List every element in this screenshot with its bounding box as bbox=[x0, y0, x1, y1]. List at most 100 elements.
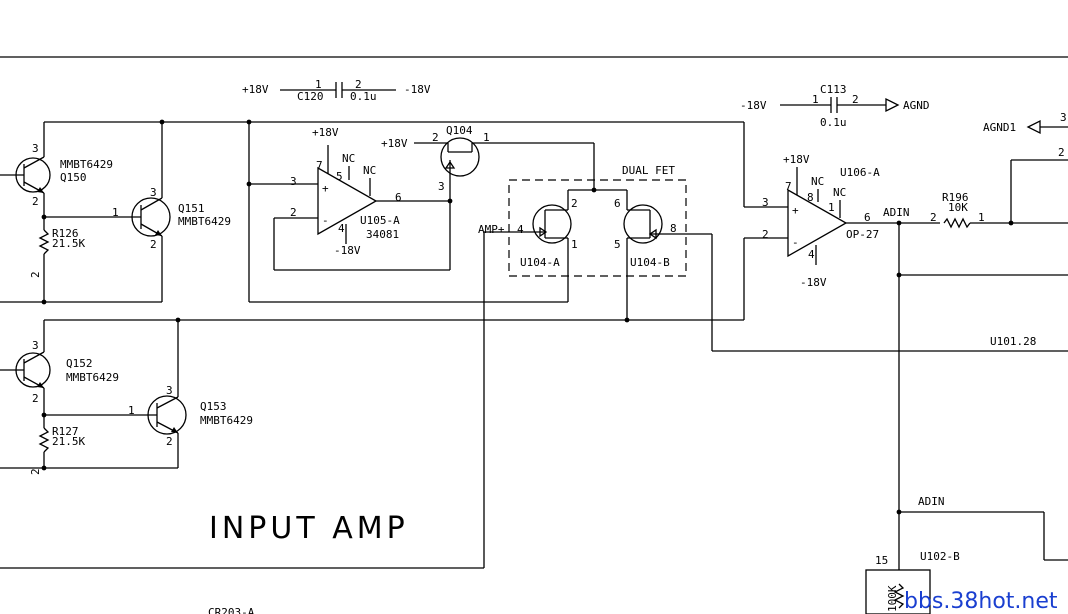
svg-text:2: 2 bbox=[762, 228, 769, 241]
svg-text:2: 2 bbox=[571, 197, 578, 210]
svg-text:NC: NC bbox=[363, 164, 376, 177]
svg-text:6: 6 bbox=[395, 191, 402, 204]
svg-text:MMBT6429: MMBT6429 bbox=[178, 215, 231, 228]
svg-text:2: 2 bbox=[432, 131, 439, 144]
svg-text:3: 3 bbox=[150, 186, 157, 199]
svg-text:2: 2 bbox=[290, 206, 297, 219]
svg-text:Q151: Q151 bbox=[178, 202, 205, 215]
svg-text:ADIN: ADIN bbox=[883, 206, 910, 219]
dual-fet-box: DUAL FET bbox=[508, 164, 687, 277]
transistor-q151: 3 1 2 Q151 MMBT6429 bbox=[44, 186, 231, 251]
svg-text:1: 1 bbox=[315, 78, 322, 91]
svg-text:U101.28: U101.28 bbox=[990, 335, 1036, 348]
svg-text:1: 1 bbox=[828, 201, 835, 214]
svg-text:NC: NC bbox=[342, 152, 355, 165]
svg-text:-: - bbox=[792, 236, 799, 249]
opamp-u106: + - +18V U106-A 7 8 NC NC 1 3 2 6 4 OP-2… bbox=[762, 153, 880, 289]
svg-text:3: 3 bbox=[762, 196, 769, 209]
svg-text:2: 2 bbox=[29, 468, 42, 475]
svg-text:4: 4 bbox=[338, 222, 345, 235]
resistor-r126: R126 21.5K 2 bbox=[29, 218, 85, 302]
resistor-r196: R196 10K 2 1 bbox=[930, 191, 1068, 229]
jfet-q104: +18V 2 Q104 1 3 bbox=[381, 124, 594, 201]
svg-text:NC: NC bbox=[811, 175, 824, 188]
jfet-u104a: AMP+ 4 2 1 U104-A bbox=[478, 190, 578, 302]
svg-text:-18V: -18V bbox=[740, 99, 767, 112]
svg-text:C120: C120 bbox=[297, 90, 324, 103]
svg-text:ADIN: ADIN bbox=[918, 495, 945, 508]
svg-text:U102-B: U102-B bbox=[920, 550, 960, 563]
capacitor-c120: +18V 1 2 C120 0.1u -18V bbox=[242, 78, 431, 103]
svg-text:2: 2 bbox=[32, 392, 39, 405]
svg-text:U106-A: U106-A bbox=[840, 166, 880, 179]
svg-text:2: 2 bbox=[852, 93, 859, 106]
svg-text:4: 4 bbox=[517, 223, 524, 236]
svg-text:MMBT6429: MMBT6429 bbox=[66, 371, 119, 384]
opamp-u105: + - +18V 7 5 NC NC 3 2 6 4 U105-A 34081 … bbox=[274, 126, 450, 257]
svg-text:R126: R126 bbox=[52, 227, 79, 240]
svg-text:1: 1 bbox=[571, 238, 578, 251]
svg-text:3: 3 bbox=[1060, 111, 1067, 124]
svg-text:4: 4 bbox=[808, 248, 815, 261]
svg-text:2: 2 bbox=[29, 271, 42, 278]
svg-text:U104-A: U104-A bbox=[520, 256, 560, 269]
svg-text:2: 2 bbox=[150, 238, 157, 251]
svg-text:6: 6 bbox=[864, 211, 871, 224]
svg-text:-18V: -18V bbox=[334, 244, 361, 257]
svg-text:8: 8 bbox=[807, 191, 814, 204]
svg-text:AGND1: AGND1 bbox=[983, 121, 1016, 134]
svg-text:21.5K: 21.5K bbox=[52, 435, 85, 448]
transistor-q152: 3 2 Q152 MMBT6429 bbox=[0, 320, 119, 415]
svg-text:+18V: +18V bbox=[242, 83, 269, 96]
svg-text:Q150: Q150 bbox=[60, 171, 87, 184]
svg-text:3: 3 bbox=[438, 180, 445, 193]
svg-text:+: + bbox=[322, 182, 329, 195]
svg-text:R196: R196 bbox=[942, 191, 969, 204]
page-title: INPUT AMP bbox=[209, 511, 409, 546]
svg-text:U105-A: U105-A bbox=[360, 214, 400, 227]
bottom-ref-label: CR203-A bbox=[208, 606, 255, 614]
svg-text:3: 3 bbox=[166, 384, 173, 397]
transistor-q150: 3 2 MMBT6429 Q150 bbox=[0, 122, 113, 218]
svg-text:-: - bbox=[322, 214, 329, 227]
svg-text:R127: R127 bbox=[52, 425, 79, 438]
svg-text:15: 15 bbox=[875, 554, 888, 567]
svg-text:1: 1 bbox=[112, 206, 119, 219]
resistor-r127: R127 21.5K 2 bbox=[29, 416, 85, 475]
svg-text:2: 2 bbox=[1058, 146, 1065, 159]
svg-text:Q153: Q153 bbox=[200, 400, 227, 413]
svg-text:U104-B: U104-B bbox=[630, 256, 670, 269]
svg-text:DUAL FET: DUAL FET bbox=[622, 164, 675, 177]
svg-text:C113: C113 bbox=[820, 83, 847, 96]
svg-text:+18V: +18V bbox=[312, 126, 339, 139]
svg-text:-18V: -18V bbox=[800, 276, 827, 289]
svg-text:8: 8 bbox=[670, 222, 677, 235]
svg-text:+18V: +18V bbox=[783, 153, 810, 166]
svg-text:0.1u: 0.1u bbox=[820, 116, 847, 129]
transistor-q153: 3 1 2 Q153 MMBT6429 bbox=[44, 384, 253, 448]
svg-text:7: 7 bbox=[785, 180, 792, 193]
resistor-array-u102b: U102-B 15 100K bbox=[865, 550, 960, 614]
svg-text:+: + bbox=[792, 204, 799, 217]
svg-text:OP-27: OP-27 bbox=[846, 228, 879, 241]
svg-text:1: 1 bbox=[978, 211, 985, 224]
svg-text:Q104: Q104 bbox=[446, 124, 473, 137]
svg-text:MMBT6429: MMBT6429 bbox=[60, 158, 113, 171]
svg-text:5: 5 bbox=[336, 170, 343, 183]
svg-text:3: 3 bbox=[290, 175, 297, 188]
svg-text:5: 5 bbox=[614, 238, 621, 251]
svg-text:6: 6 bbox=[614, 197, 621, 210]
svg-text:2: 2 bbox=[166, 435, 173, 448]
svg-text:AGND: AGND bbox=[903, 99, 930, 112]
svg-text:3: 3 bbox=[32, 339, 39, 352]
svg-text:2: 2 bbox=[930, 211, 937, 224]
svg-text:10K: 10K bbox=[948, 201, 968, 214]
svg-text:1: 1 bbox=[128, 404, 135, 417]
svg-text:0.1u: 0.1u bbox=[350, 90, 377, 103]
svg-text:Q152: Q152 bbox=[66, 357, 93, 370]
svg-text:1: 1 bbox=[812, 93, 819, 106]
svg-text:+18V: +18V bbox=[381, 137, 408, 150]
capacitor-c113: C113 -18V 1 2 AGND 0.1u bbox=[740, 83, 930, 129]
svg-text:1: 1 bbox=[483, 131, 490, 144]
